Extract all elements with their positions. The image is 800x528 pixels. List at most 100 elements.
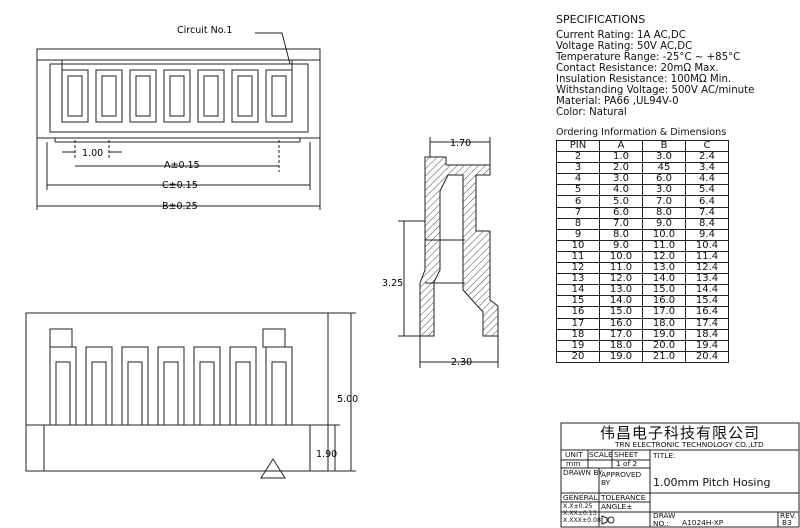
cell-a: 16.0 — [599, 317, 643, 330]
unit-label: UNIT — [565, 450, 583, 459]
cell-a: 9.0 — [599, 239, 643, 252]
cell-pin: 18 — [556, 328, 600, 341]
cell-pin: 5 — [556, 184, 600, 197]
cell-b: 9.0 — [642, 217, 686, 230]
cell-pin: 8 — [556, 217, 600, 230]
cell-b: 18.0 — [642, 317, 686, 330]
tolerance-2: X.XX±0.13 — [563, 510, 597, 517]
cell-c: 15.4 — [685, 295, 729, 308]
cell-c: 18.4 — [685, 328, 729, 341]
cell-pin: 11 — [556, 250, 600, 264]
front-view-outline — [25, 312, 329, 472]
cell-c: 10.4 — [685, 239, 729, 252]
cell-a: 7.0 — [599, 217, 643, 230]
drawing-title: 1.00mm Pitch Hosing — [653, 476, 771, 489]
spec-line: Temperature Range: -25°C ~ +85°C — [556, 52, 741, 63]
cell-b: 12.0 — [642, 250, 686, 264]
cell-a: 19.0 — [599, 350, 643, 363]
cell-c: 14.4 — [685, 284, 729, 297]
unit-value: mm — [566, 459, 581, 468]
cell-a: 12.0 — [599, 273, 643, 286]
cell-pin: 2 — [556, 151, 600, 164]
cell-c: 19.4 — [685, 339, 729, 352]
cell-a: 13.0 — [599, 284, 643, 297]
approved-by-label: APPROVED BY — [601, 470, 642, 487]
cell-a: 18.0 — [599, 339, 643, 352]
spec-line: Withstanding Voltage: 500V AC/minute — [556, 85, 755, 96]
cell-c: 16.4 — [685, 306, 729, 319]
cell-pin: 16 — [556, 306, 600, 319]
cell-a: 17.0 — [599, 328, 643, 341]
cell-b: 16.0 — [642, 295, 686, 308]
cell-pin: 15 — [556, 295, 600, 308]
dim-height-lower-label: 1.90 — [316, 449, 337, 460]
cell-b: 21.0 — [642, 350, 686, 363]
header-c: C — [685, 139, 729, 153]
cell-pin: 12 — [556, 262, 600, 275]
side-section-profile — [419, 156, 499, 337]
tolerance-1: X.X±0.25 — [563, 503, 593, 510]
spec-line: Contact Resistance: 20mΩ Max. — [556, 63, 719, 74]
cell-pin: 20 — [556, 350, 600, 363]
top-view-outline — [36, 48, 321, 139]
cell-pin: 13 — [556, 273, 600, 286]
cell-a: 2.0 — [599, 162, 643, 175]
cell-pin: 6 — [556, 195, 600, 208]
cell-pin: 3 — [556, 162, 600, 175]
cell-c: 13.4 — [685, 273, 729, 286]
header-pin: PIN — [556, 139, 600, 153]
cell-a: 14.0 — [599, 295, 643, 308]
cell-c: 3.4 — [685, 162, 729, 175]
cell-pin: 4 — [556, 173, 600, 186]
spec-line: Voltage Rating: 50V AC,DC — [556, 41, 693, 52]
cell-a: 5.0 — [599, 195, 643, 208]
cell-pin: 19 — [556, 339, 600, 352]
spec-line: Material: PA66 ,UL94V-0 — [556, 96, 679, 107]
cell-b: 11.0 — [642, 239, 686, 252]
pin1-triangle-mark — [260, 458, 286, 479]
cell-a: 6.0 — [599, 206, 643, 219]
cell-b: 14.0 — [642, 273, 686, 286]
cell-b: 8.0 — [642, 206, 686, 219]
dim-height-total-label: 5.00 — [337, 394, 358, 405]
sheet-label: SHEET — [614, 450, 639, 459]
title-block-frame — [560, 422, 800, 528]
cell-pin: 9 — [556, 228, 600, 241]
projection-symbol-icon — [607, 516, 615, 524]
circuit-no1-label: Circuit No.1 — [177, 25, 232, 36]
cell-a: 8.0 — [599, 228, 643, 241]
cell-a: 10.0 — [599, 250, 643, 264]
cell-c: 4.4 — [685, 173, 729, 186]
cell-b: 10.0 — [642, 228, 686, 241]
cell-b: 3.0 — [642, 184, 686, 197]
cell-b: 19.0 — [642, 328, 686, 341]
front-view-cavities — [49, 346, 293, 426]
cell-pin: 7 — [556, 206, 600, 219]
ordering-header-row: PIN A B C — [556, 139, 729, 153]
tolerance-3: X.XXX±0.08 — [563, 517, 601, 524]
spec-line: Current Rating: 1A AC,DC — [556, 30, 686, 41]
cell-pin: 14 — [556, 284, 600, 297]
cell-b: 15.0 — [642, 284, 686, 297]
dim-side-base-label: 2.30 — [451, 357, 472, 368]
cell-a: 4.0 — [599, 184, 643, 197]
cell-c: 5.4 — [685, 184, 729, 197]
spec-line: Color: Natural — [556, 107, 627, 118]
cell-b: 6.0 — [642, 173, 686, 186]
